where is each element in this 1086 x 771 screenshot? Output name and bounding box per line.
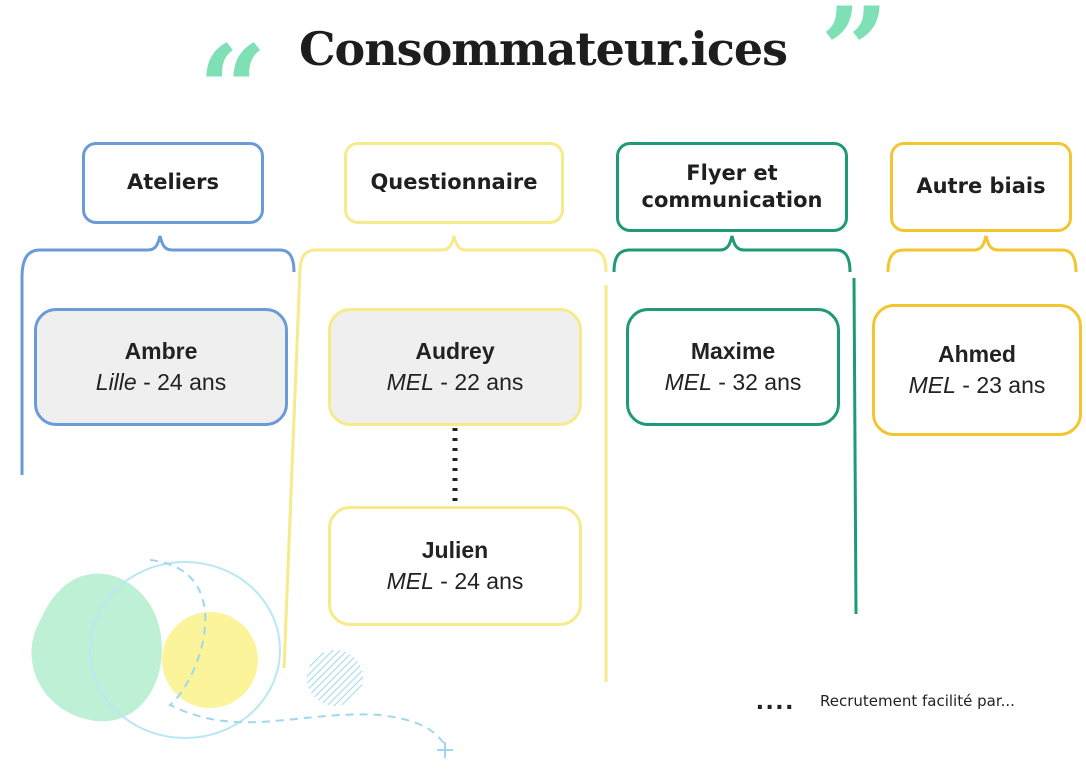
person-card-maxime: Maxime MEL - 32 ans — [626, 308, 840, 426]
person-card-julien: Julien MEL - 24 ans — [328, 506, 582, 626]
bracket-flyer — [612, 235, 852, 273]
close-quote-icon: ” — [820, 0, 890, 122]
category-label: Flyer et communication — [641, 160, 823, 212]
person-name: Ahmed — [938, 340, 1016, 367]
person-card-ahmed: Ahmed MEL - 23 ans — [872, 304, 1082, 436]
decorative-shapes — [31, 559, 453, 758]
category-flyer: Flyer et communication — [616, 142, 848, 232]
outline-ellipse — [89, 561, 281, 739]
dashed-path — [149, 559, 446, 746]
category-autre-biais: Autre biais — [890, 142, 1072, 232]
bracket-autre — [886, 235, 1078, 273]
person-details: MEL - 32 ans — [665, 367, 802, 398]
person-location: MEL — [386, 369, 434, 395]
plus-mark — [437, 742, 453, 758]
category-ateliers: Ateliers — [82, 142, 264, 224]
person-age: - 32 ans — [711, 369, 802, 395]
person-details: MEL - 22 ans — [387, 367, 524, 398]
page-title: Consommateur.ices — [298, 22, 788, 76]
category-label: Ateliers — [126, 170, 220, 195]
open-quote-icon: “ — [198, 19, 268, 160]
category-label: Autre biais — [916, 174, 1046, 199]
person-age: - 22 ans — [433, 369, 524, 395]
person-age: - 24 ans — [136, 369, 227, 395]
mint-blob — [31, 573, 162, 722]
person-details: Lille - 24 ans — [96, 367, 226, 398]
person-name: Julien — [421, 536, 489, 563]
bracket-ateliers — [20, 235, 296, 279]
person-name: Audrey — [415, 337, 495, 364]
person-location: Lille — [95, 369, 137, 395]
hatched-circle — [307, 650, 363, 706]
person-location: MEL — [908, 372, 956, 398]
person-details: MEL - 24 ans — [387, 566, 524, 597]
person-location: MEL — [664, 369, 712, 395]
line-questionnaire-left — [282, 269, 302, 669]
person-card-ambre: Ambre Lille - 24 ans — [34, 308, 288, 426]
person-card-audrey: Audrey MEL - 22 ans — [328, 308, 582, 426]
person-details: MEL - 23 ans — [909, 370, 1046, 401]
legend-dots-icon: .... — [756, 684, 796, 715]
person-age: - 23 ans — [955, 372, 1046, 398]
category-questionnaire: Questionnaire — [344, 142, 564, 224]
person-location: MEL — [386, 568, 434, 594]
line-flyer — [852, 277, 858, 615]
category-label: Questionnaire — [370, 170, 538, 195]
bracket-questionnaire — [298, 235, 608, 273]
person-age: - 24 ans — [433, 568, 524, 594]
legend-text: Recrutement facilité par... — [820, 692, 1015, 710]
person-name: Ambre — [124, 337, 198, 364]
person-name: Maxime — [690, 337, 776, 364]
